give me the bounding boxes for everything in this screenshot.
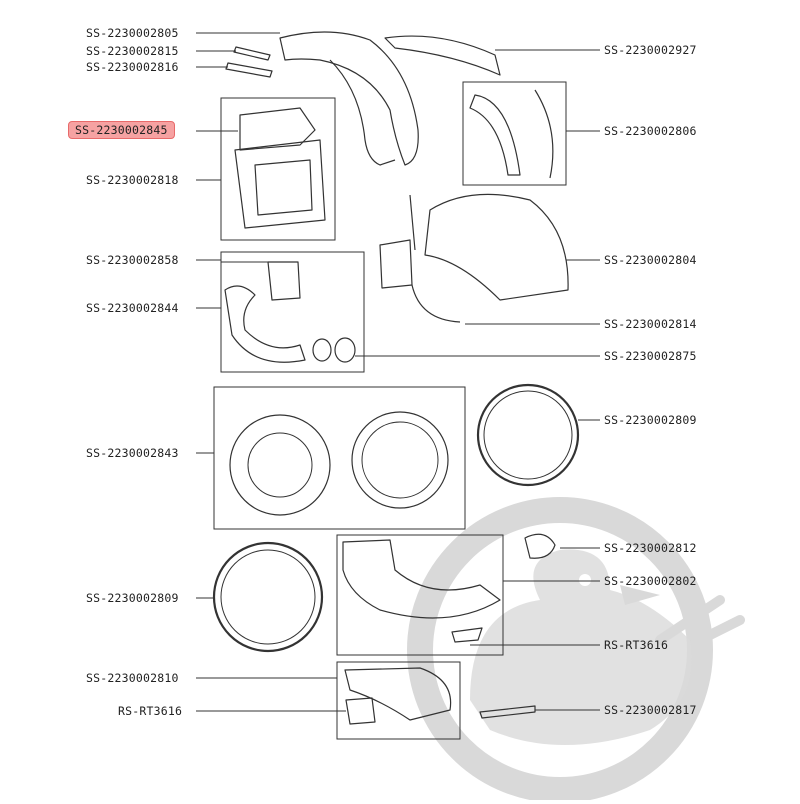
- motor-window: [254, 159, 313, 216]
- label-ss-2230002816[interactable]: SS-2230002816: [86, 60, 179, 74]
- wire-2814: [409, 194, 461, 323]
- label-ss-2230002810[interactable]: SS-2230002810: [86, 671, 179, 685]
- trim-2806-a: [469, 94, 521, 176]
- motor-housing-2818: [234, 139, 326, 229]
- box-2810: [336, 661, 461, 740]
- label-ss-2230002804[interactable]: SS-2230002804: [604, 253, 697, 267]
- watermark-ring: [407, 497, 713, 803]
- label-ss-2230002845[interactable]: SS-2230002845: [68, 121, 175, 139]
- label-ss-2230002805[interactable]: SS-2230002805: [86, 26, 179, 40]
- label-ss-2230002817[interactable]: SS-2230002817: [604, 703, 697, 717]
- label-ss-2230002815[interactable]: SS-2230002815: [86, 44, 179, 58]
- box-2858-2844: [220, 251, 365, 373]
- cover-2845: [239, 107, 316, 151]
- cyclone-rear-inner: [361, 421, 439, 499]
- label-ss-2230002814[interactable]: SS-2230002814: [604, 317, 697, 331]
- duct-2844: [224, 285, 306, 363]
- box-2843: [213, 386, 466, 530]
- ring-2809-left: [212, 541, 324, 653]
- knob-2812: [524, 533, 556, 559]
- label-ss-2230002927[interactable]: SS-2230002927: [604, 43, 697, 57]
- clip-2815: [233, 46, 271, 61]
- label-ss-2230002844[interactable]: SS-2230002844: [86, 301, 179, 315]
- leader-2858: [196, 259, 268, 263]
- cyclone-front: [229, 414, 331, 516]
- duct-2858: [267, 261, 301, 301]
- ring-2809-right: [476, 383, 580, 487]
- label-ss-2230002843[interactable]: SS-2230002843: [86, 446, 179, 460]
- body-2804: [424, 193, 569, 301]
- label-ss-2230002875[interactable]: SS-2230002875: [604, 349, 697, 363]
- ring-2809-right-inner: [483, 390, 573, 480]
- cyclone-rear: [351, 411, 449, 509]
- seal-2875-a: [312, 338, 332, 362]
- label-ss-2230002806[interactable]: SS-2230002806: [604, 124, 697, 138]
- label-ss-2230002818[interactable]: SS-2230002818: [86, 173, 179, 187]
- duck-mechanic-logo: [470, 549, 692, 745]
- trim-2806-b: [534, 89, 554, 179]
- label-ss-2230002809-left[interactable]: SS-2230002809: [86, 591, 179, 605]
- label-rs-rt3616-right[interactable]: RS-RT3616: [604, 638, 669, 652]
- label-ss-2230002809-right[interactable]: SS-2230002809: [604, 413, 697, 427]
- top-strip-part: [384, 35, 501, 76]
- label-rs-rt3616-left[interactable]: RS-RT3616: [118, 704, 183, 718]
- label-ss-2230002812[interactable]: SS-2230002812: [604, 541, 697, 555]
- seal-2875-b: [334, 337, 356, 363]
- box-2802: [336, 534, 504, 656]
- part-rt3616-right: [451, 627, 483, 643]
- label-ss-2230002802[interactable]: SS-2230002802: [604, 574, 697, 588]
- watermark-eye: [579, 574, 591, 586]
- cyclone-front-inner: [247, 432, 313, 498]
- part-rt3616-left: [345, 697, 376, 725]
- watermark-beak: [620, 585, 660, 605]
- watermark-wrench: [655, 595, 745, 645]
- box-2806: [462, 81, 567, 186]
- handle-inner-edge: [329, 59, 396, 166]
- clip-2816: [225, 62, 273, 78]
- part-2810: [344, 667, 452, 721]
- module-2804: [379, 239, 413, 289]
- box-2845-2818: [220, 97, 336, 241]
- base-2802: [342, 539, 501, 619]
- label-ss-2230002858[interactable]: SS-2230002858: [86, 253, 179, 267]
- handle-part: [279, 31, 419, 166]
- strip-2817: [479, 705, 536, 719]
- ring-2809-left-inner: [220, 549, 316, 645]
